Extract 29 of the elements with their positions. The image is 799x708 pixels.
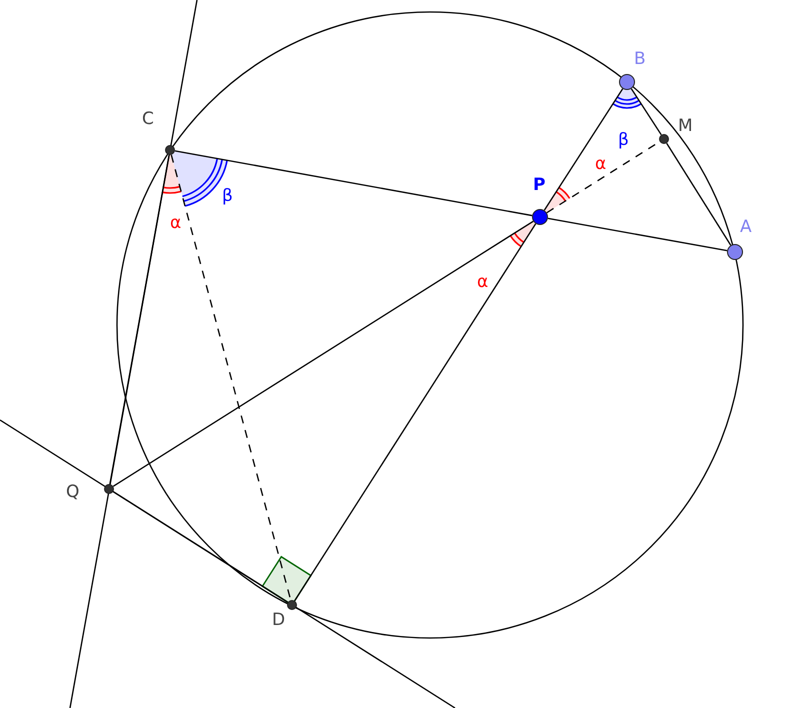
line-segment	[544, 88, 624, 211]
point-dot	[532, 209, 548, 225]
point-label: M	[678, 117, 693, 135]
angle-label: β	[618, 131, 629, 149]
point-label: Q	[66, 483, 80, 501]
line-segment	[548, 218, 728, 252]
line-segment	[112, 220, 534, 487]
point-label: P	[533, 176, 546, 194]
point-label: B	[634, 50, 646, 68]
point-dot	[104, 484, 114, 494]
point-dot	[659, 134, 669, 144]
point-label: D	[272, 611, 286, 629]
dashed-line	[170, 154, 292, 600]
angle-label: α	[477, 273, 488, 291]
point-dot	[165, 145, 175, 155]
line-segment	[112, 491, 288, 603]
angle-label: α	[595, 155, 606, 173]
line-segment	[294, 223, 536, 602]
point-dot	[727, 244, 743, 260]
angle-label: β	[222, 187, 233, 205]
angle-label: α	[170, 214, 182, 232]
line-segment	[109, 154, 170, 484]
point-label: A	[740, 218, 752, 236]
line-segment	[174, 150, 532, 216]
point-dot	[619, 74, 635, 90]
line-segment	[630, 88, 662, 136]
point-dot	[287, 600, 297, 610]
point-label: C	[142, 110, 154, 128]
line-segment	[666, 142, 732, 246]
